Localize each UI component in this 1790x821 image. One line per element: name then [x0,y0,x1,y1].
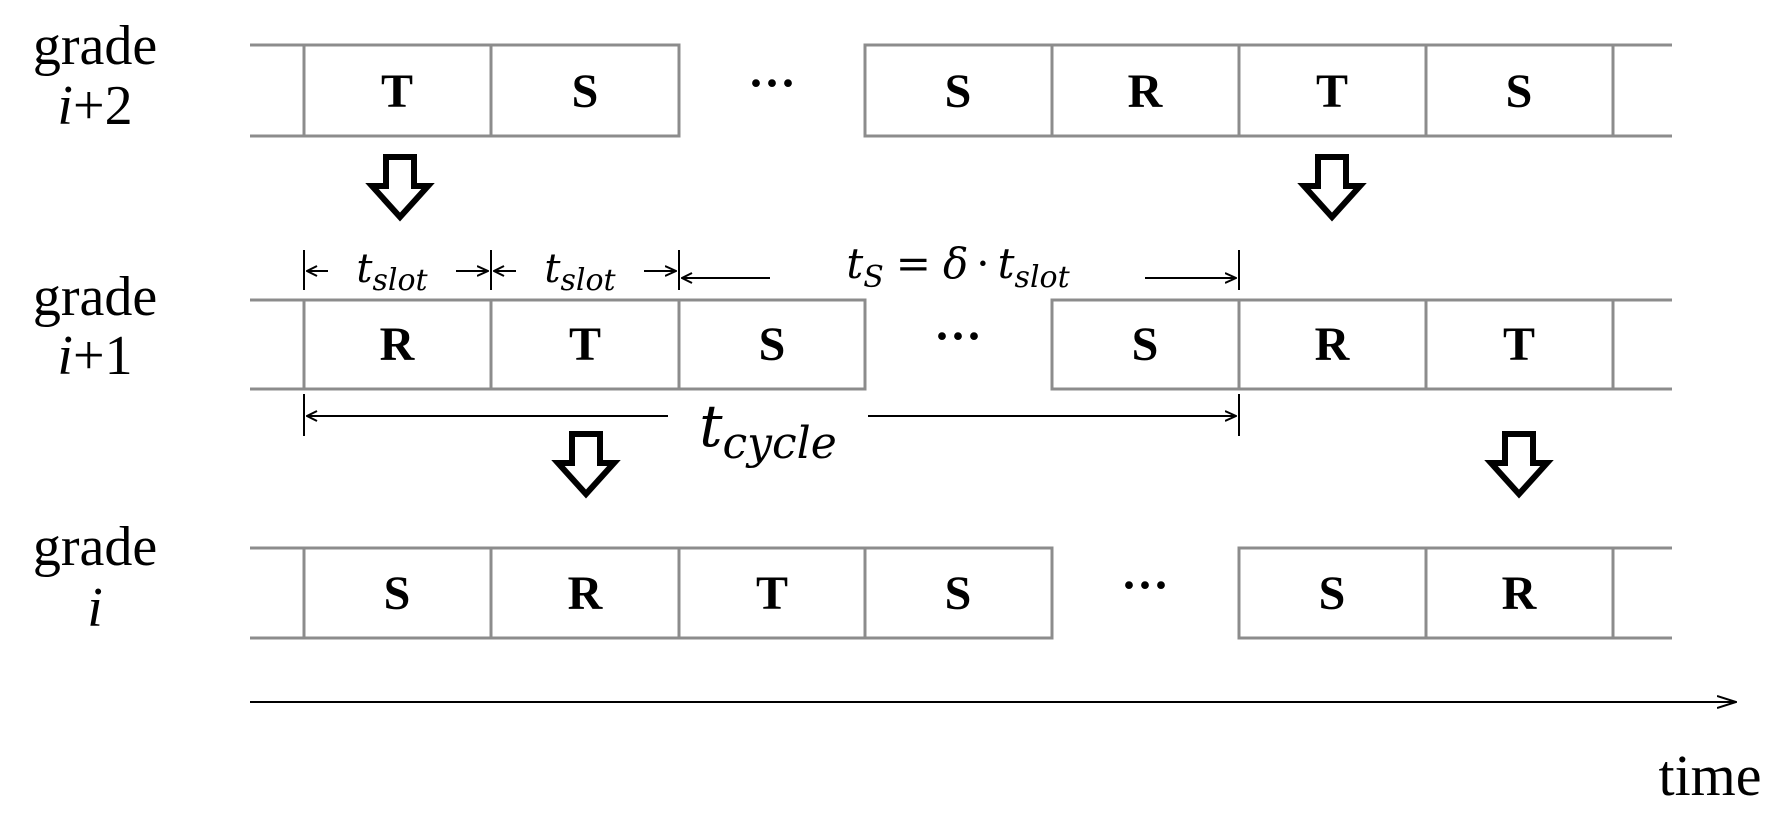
t-cycle-dimension: tcycle [303,392,1240,469]
t-slot-label: tslot [356,246,428,298]
slot-label: R [1128,65,1164,118]
dimension-annotations-top: tslot tslot tS=δ·tslot [303,239,1240,298]
slot-label: T [756,567,788,620]
row-label-grade-i-plus-2: grade i+2 [33,15,157,137]
row-label-grade-i-plus-1: grade i+1 [33,266,157,387]
row-index-var: i [57,325,73,387]
ellipsis: ··· [748,57,796,110]
slot-cell [1424,298,1615,391]
down-arrow-icon [365,154,435,222]
slot-cell [302,546,493,640]
slot-cell [302,43,493,138]
slot-label: R [568,567,604,620]
slot-label: T [569,318,601,371]
slot-label: S [945,65,972,118]
ellipsis: ··· [1121,559,1169,612]
row-label-index: i [87,577,103,639]
slot-cell [1237,298,1428,391]
down-arrow-icon [1297,154,1367,222]
row-grade-i: grade i S R T S ··· S R [33,516,1672,640]
row-index-var: i [57,75,73,137]
row-label-word: grade [33,516,157,578]
slot-label: S [1319,567,1346,620]
ellipsis: ··· [934,310,982,363]
slot-label: R [1502,567,1538,620]
row-index-var: i [87,577,103,639]
slot-label: S [945,567,972,620]
row-grade-i-plus-2: grade i+2 T S ··· S R T S [33,15,1672,138]
slot-label: R [1315,318,1351,371]
slot-label: T [1503,318,1535,371]
time-axis-label: time [1658,743,1761,808]
slot-cell [489,298,681,391]
slot-label: S [384,567,411,620]
slot-cell [677,298,867,391]
slot-label: T [381,65,413,118]
slot-label: S [572,65,599,118]
slot-cell [1050,43,1241,138]
slot-cell [863,43,1054,138]
slot-label: S [759,318,786,371]
t-slot-label: tslot [544,246,616,298]
t-cycle-label: tcycle [699,392,837,469]
slot-cell [677,546,867,640]
slot-cell [489,43,681,138]
slot-cell [1050,298,1241,391]
slot-cell [489,546,681,640]
slot-cell [1424,43,1615,138]
slot-cell [1237,546,1428,640]
row-grade-i-plus-1: grade i+1 R T S ··· S R T [33,266,1672,391]
row-label-word: grade [33,266,157,328]
row-label-grade-i: grade i [33,516,157,639]
row-index-offset: +1 [73,325,133,387]
row-label-word: grade [33,15,157,77]
row-label-index: i+1 [57,325,132,387]
slot-label: T [1316,65,1348,118]
slot-cell [863,546,1054,640]
slot-label: S [1132,318,1159,371]
row-label-index: i+2 [57,75,132,137]
t-s-equation: tS=δ·tslot [846,239,1070,295]
row-index-offset: +2 [73,75,133,137]
slot-label: R [380,318,416,371]
down-arrow-icon [551,431,621,499]
down-arrow-icon [1484,431,1554,499]
slot-label: S [1506,65,1533,118]
